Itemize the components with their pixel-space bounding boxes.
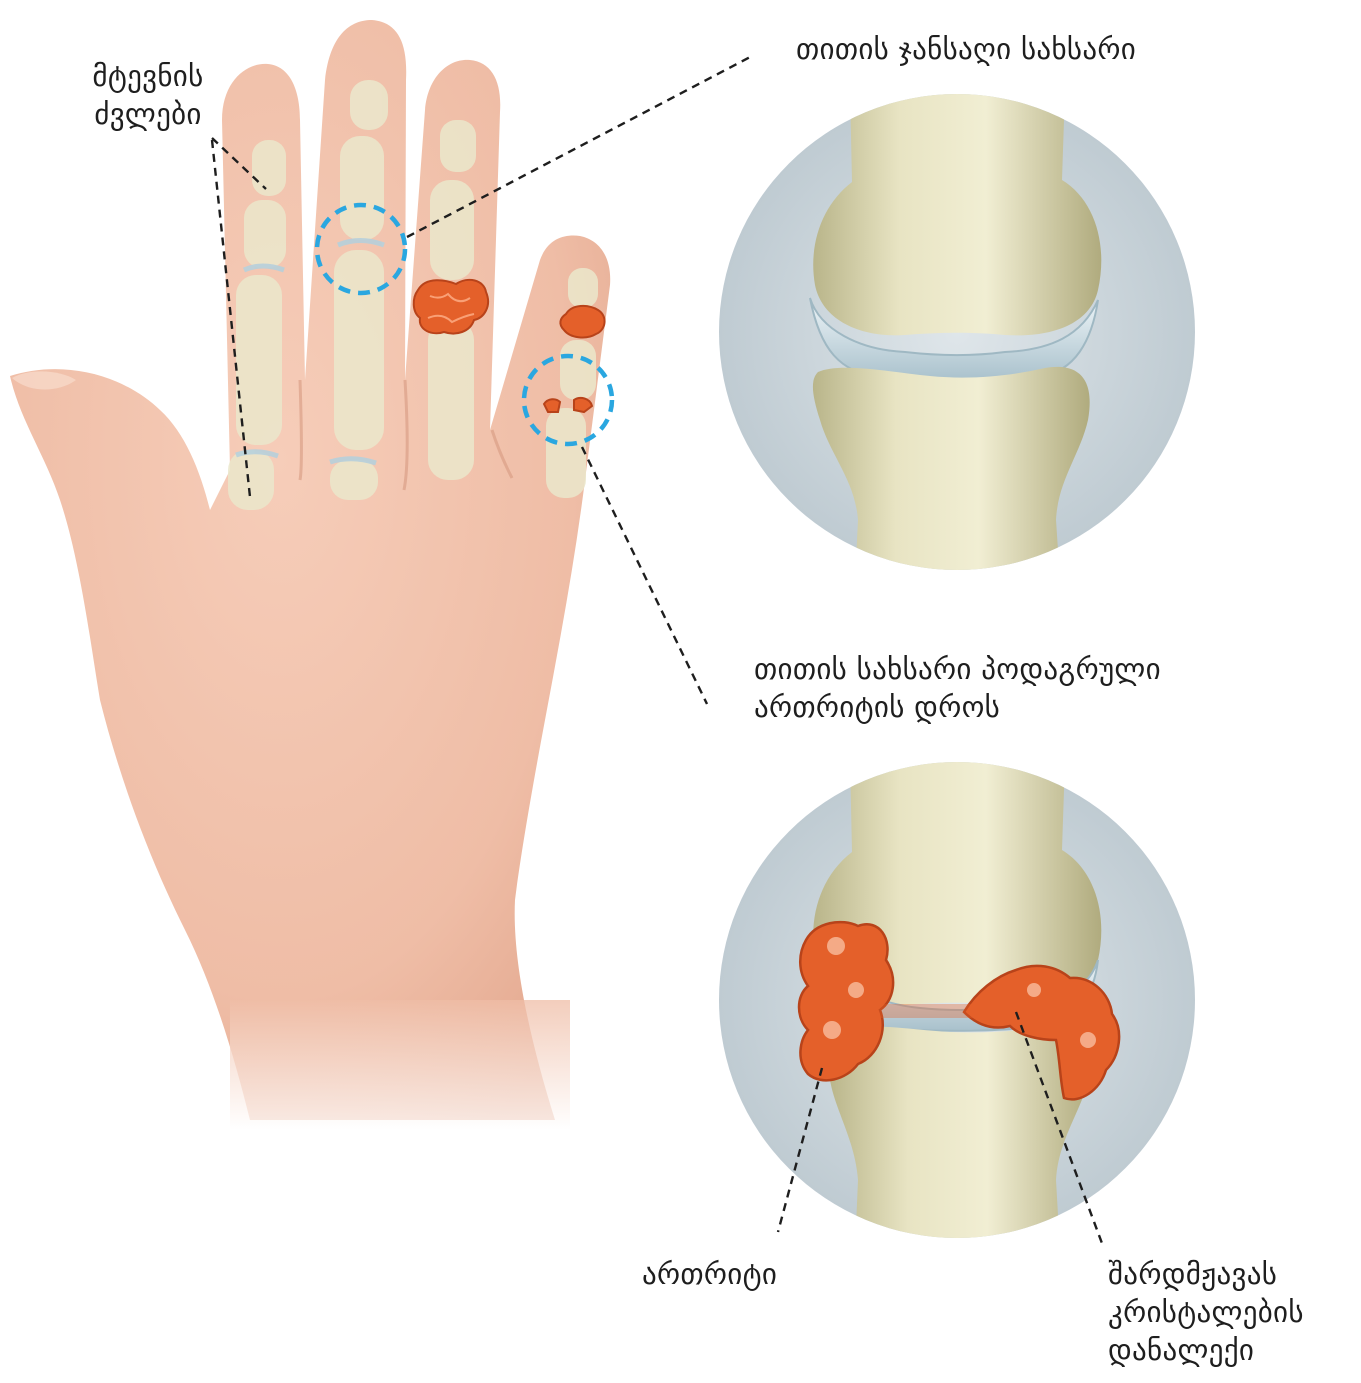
label-gout-joint-line2: ართრიტის დროს (754, 688, 1161, 726)
hand-illustration (10, 20, 612, 1130)
label-uric-crystals-line1: შარდმჟავას (1108, 1255, 1304, 1293)
label-uric-crystals-line2: კრისტალების (1108, 1293, 1304, 1331)
label-uric-crystals-line3: დანალექი (1108, 1331, 1304, 1369)
label-arthritis-text: ართრიტი (642, 1255, 777, 1293)
label-gout-joint-line1: თითის სახსარი პოდაგრული (754, 650, 1161, 688)
label-healthy-joint-text: თითის ჯანსაღი სახსარი (796, 30, 1136, 68)
label-gout-joint: თითის სახსარი პოდაგრული ართრიტის დროს (754, 650, 1161, 726)
label-arthritis: ართრიტი (642, 1255, 777, 1293)
gout-joint-illustration (719, 760, 1195, 1250)
label-uric-crystals: შარდმჟავას კრისტალების დანალექი (1108, 1255, 1304, 1369)
label-hand-bones-line1: მტევნის (62, 57, 234, 95)
label-healthy-joint: თითის ჯანსაღი სახსარი (796, 30, 1136, 68)
label-hand-bones: მტევნის ძვლები (62, 57, 234, 133)
healthy-joint-illustration (719, 90, 1195, 580)
label-hand-bones-line2: ძვლები (62, 95, 234, 133)
